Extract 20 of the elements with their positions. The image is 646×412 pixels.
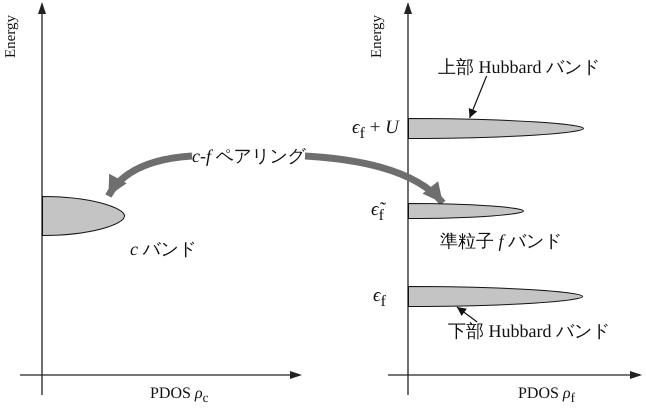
band-label: 準粒子 f バンド bbox=[440, 232, 562, 250]
axis-title: Energy bbox=[4, 14, 19, 58]
axis-title: Energy bbox=[370, 14, 385, 58]
curved-arrow bbox=[105, 152, 192, 198]
axis-title: PDOS ρ$_{c}$ bbox=[150, 386, 209, 405]
curved-arrow bbox=[304, 152, 446, 206]
axis-title: PDOS ρ$_{f}$ bbox=[518, 386, 576, 405]
leader-line bbox=[456, 306, 478, 322]
band-shape bbox=[408, 286, 583, 307]
band-shape bbox=[408, 118, 584, 139]
leader-line bbox=[468, 76, 488, 118]
band-label: 上部 Hubbard バンド bbox=[438, 58, 600, 76]
energy-level-label: ϵ̃$_{f}$ bbox=[371, 200, 384, 224]
band-label: 下部 Hubbard バンド bbox=[448, 322, 610, 340]
band-label: c-f ペアリング bbox=[192, 147, 306, 165]
energy-level-label: ϵ$_{f}$ bbox=[373, 286, 386, 310]
energy-level-label: ϵ$_{f}$ + U bbox=[352, 118, 399, 142]
band-shape bbox=[408, 203, 524, 219]
band-label: c バンド bbox=[130, 240, 196, 258]
band-shape bbox=[42, 196, 125, 236]
